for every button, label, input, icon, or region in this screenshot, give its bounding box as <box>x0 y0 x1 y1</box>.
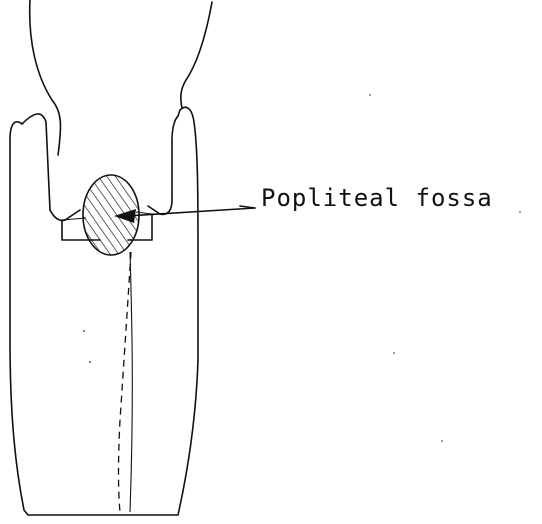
inner-wall-line <box>130 252 132 512</box>
speck <box>89 361 91 363</box>
leader-tick <box>240 206 255 208</box>
speck <box>441 440 443 442</box>
popliteal-cutout-right <box>148 200 172 214</box>
right-brim-inner <box>172 116 178 200</box>
speck <box>83 330 85 332</box>
thigh-right-outline <box>181 2 212 108</box>
thigh-left-outline <box>30 0 61 155</box>
left-brim-inner <box>22 114 50 210</box>
speck <box>519 211 521 213</box>
dashed-centre-line <box>119 252 132 512</box>
socket-outline <box>10 107 198 515</box>
speck <box>369 94 371 96</box>
leader-line <box>126 208 255 216</box>
speck <box>393 352 395 354</box>
popliteal-fossa-label: Popliteal fossa <box>261 184 493 212</box>
